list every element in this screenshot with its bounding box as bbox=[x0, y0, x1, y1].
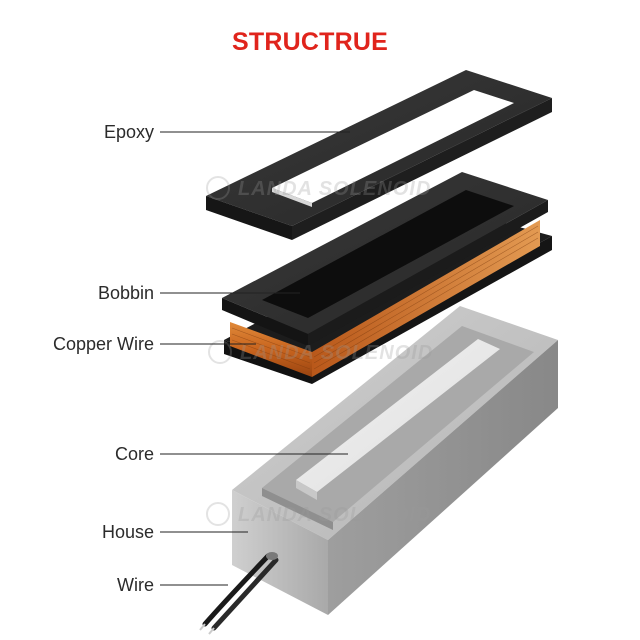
label-core: Core bbox=[0, 444, 154, 465]
watermark-text: LANDA SOLENOID bbox=[238, 504, 431, 526]
label-epoxy: Epoxy bbox=[0, 122, 154, 143]
label-copper-wire: Copper Wire bbox=[0, 334, 154, 355]
watermark-logo: LANDA SOLENOID bbox=[207, 503, 431, 526]
watermark-logo: LANDA SOLENOID bbox=[207, 177, 431, 200]
label-bobbin: Bobbin bbox=[0, 283, 154, 304]
watermark-text: LANDA SOLENOID bbox=[238, 178, 431, 200]
watermark-text: LANDA SOLENOID bbox=[240, 342, 433, 364]
label-wire: Wire bbox=[0, 575, 154, 596]
label-house: House bbox=[0, 522, 154, 543]
